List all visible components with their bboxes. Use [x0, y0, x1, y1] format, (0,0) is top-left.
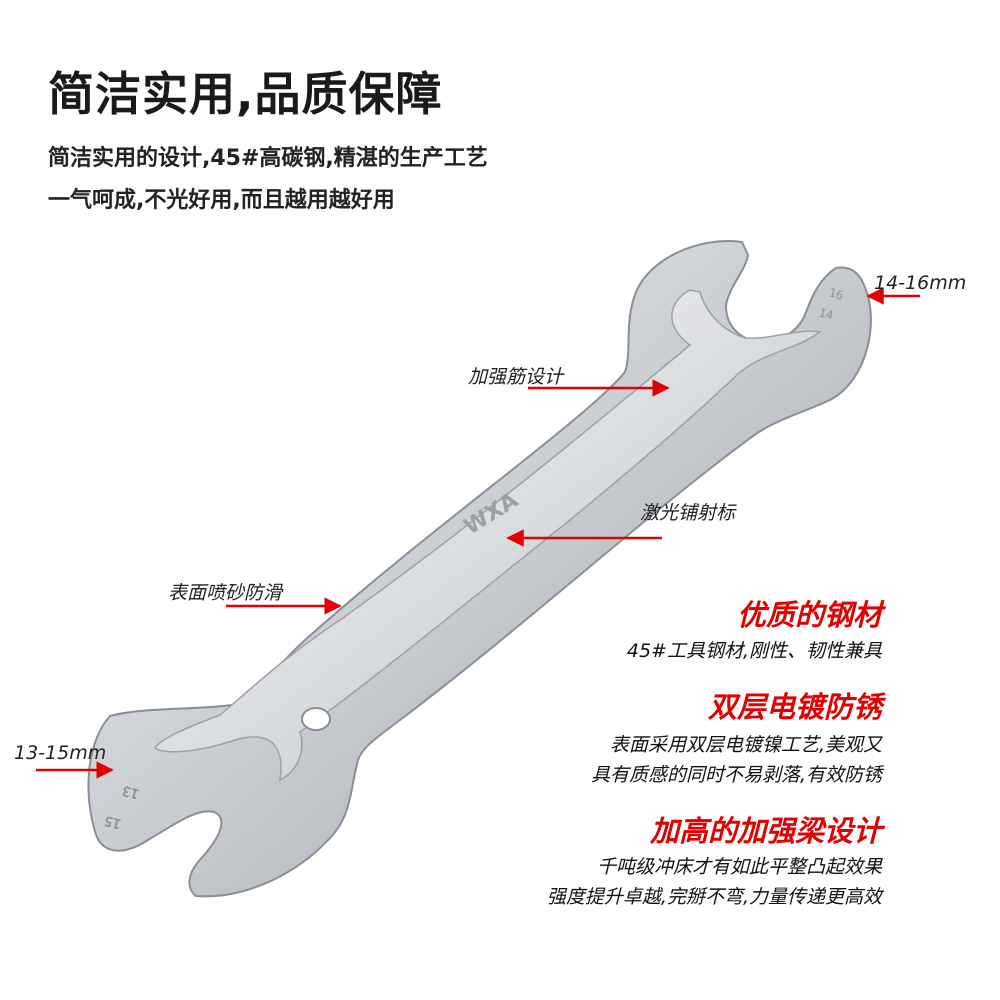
- feature-line-plating-1: 表面采用双层电镀镍工艺,美观又: [609, 734, 882, 756]
- svg-text:15: 15: [103, 812, 123, 832]
- intro-line-1: 简洁实用的设计,45#高碳钢,精湛的生产工艺: [48, 146, 488, 171]
- svg-text:14: 14: [817, 305, 835, 322]
- hang-hole: [301, 707, 331, 731]
- callout-bottom-size: 13-15mm: [14, 742, 107, 764]
- headline: 简洁实用,品质保障: [48, 67, 443, 121]
- feature-title-plating: 双层电镀防锈: [707, 690, 882, 724]
- svg-text:13: 13: [121, 782, 141, 802]
- callout-top-size: 14-16mm: [874, 272, 967, 294]
- feature-line-steel-1: 45#工具钢材,刚性、韧性兼具: [626, 640, 882, 662]
- feature-line-beam-1: 千吨级冲床才有如此平整凸起效果: [596, 856, 882, 878]
- feature-line-plating-2: 具有质感的同时不易剥落,有效防锈: [590, 764, 882, 786]
- callout-rib: 加强筋设计: [468, 366, 564, 388]
- svg-text:16: 16: [827, 285, 845, 302]
- reinforcement-rib: [153, 289, 822, 782]
- callout-laser: 激光铺射标: [640, 502, 736, 524]
- intro-line-2: 一气呵成,不光好用,而且越用越好用: [48, 188, 395, 213]
- feature-line-beam-2: 强度提升卓越,完掰不弯,力量传递更高效: [546, 886, 882, 908]
- bottom-size-stamp: 13 15: [103, 782, 141, 832]
- top-size-stamp: 16 14: [817, 285, 845, 322]
- feature-title-steel: 优质的钢材: [736, 598, 882, 632]
- callout-surface: 表面喷砂防滑: [168, 582, 283, 604]
- feature-title-beam: 加高的加强梁设计: [649, 814, 882, 848]
